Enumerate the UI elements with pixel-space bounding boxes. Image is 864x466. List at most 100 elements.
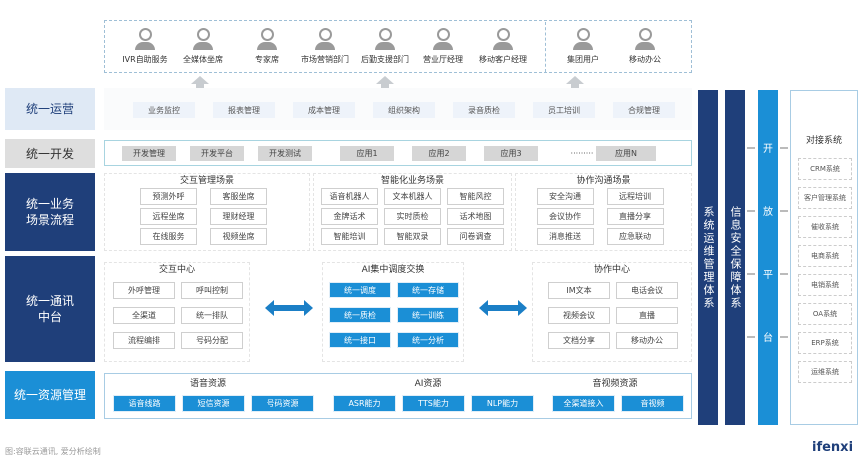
dev-item[interactable]: 开发管理: [122, 146, 176, 161]
scene-item[interactable]: 会议协作: [536, 208, 594, 225]
dev-item[interactable]: 开发测试: [258, 146, 312, 161]
resource-title: AI资源: [414, 379, 442, 389]
scene-item[interactable]: 智能风控: [447, 188, 504, 205]
dev-item[interactable]: 应用1: [340, 146, 394, 161]
connector: [747, 336, 755, 338]
ops-item[interactable]: 员工培训: [533, 102, 595, 118]
scene-group: [104, 173, 310, 251]
center-item[interactable]: 移动办公: [616, 332, 678, 349]
resource-item[interactable]: 短信资源: [182, 395, 245, 412]
person-body: [257, 42, 277, 50]
dev-item[interactable]: 应用N: [596, 146, 656, 161]
center-item[interactable]: 外呼管理: [113, 282, 175, 299]
scene-item[interactable]: 客服坐席: [210, 188, 267, 205]
scene-group: [313, 173, 512, 251]
group-users-icon: [576, 28, 590, 41]
ops-item[interactable]: 录音质检: [453, 102, 515, 118]
row-label-ops: 统一运营: [5, 88, 95, 130]
resource-title: 语音资源: [189, 379, 226, 389]
scene-item[interactable]: 预测外呼: [140, 188, 197, 205]
scene-item[interactable]: 应急联动: [606, 228, 664, 245]
scene-item[interactable]: 视频坐席: [210, 228, 267, 245]
person-body: [315, 42, 335, 50]
center-item[interactable]: 全渠道: [113, 307, 175, 324]
up-arrow-icon: [376, 76, 394, 90]
dock-system[interactable]: 电销系统: [798, 274, 852, 296]
scene-item[interactable]: 理财经理: [210, 208, 267, 225]
center-item[interactable]: IM文本: [548, 282, 610, 299]
dock-system[interactable]: CRM系统: [798, 158, 852, 180]
scene-item[interactable]: 远程培训: [606, 188, 664, 205]
dock-system[interactable]: 客户管理系统: [798, 187, 852, 209]
person-icon: [260, 28, 274, 41]
dock-system[interactable]: ERP系统: [798, 332, 852, 354]
scene-item[interactable]: 文本机器人: [384, 188, 441, 205]
resource-item[interactable]: NLP能力: [471, 395, 534, 412]
user-2: 专家席: [232, 28, 302, 65]
ops-item[interactable]: 业务监控: [133, 102, 195, 118]
center-item[interactable]: 流程编排: [113, 332, 175, 349]
dev-item[interactable]: 应用2: [412, 146, 466, 161]
center-item[interactable]: 视频会议: [548, 307, 610, 324]
resource-item[interactable]: 号码资源: [251, 395, 314, 412]
user-1: 全媒体坐席: [168, 28, 238, 65]
center-item[interactable]: 统一接口: [329, 332, 391, 348]
center-item[interactable]: 呼叫控制: [181, 282, 243, 299]
dev-item[interactable]: 开发平台: [190, 146, 244, 161]
center-item[interactable]: 统一训练: [397, 307, 459, 323]
person-icon: [436, 28, 450, 41]
scene-title: 交互管理场景: [179, 176, 234, 186]
scene-item[interactable]: 远程坐席: [140, 208, 197, 225]
center-item[interactable]: 统一分析: [397, 332, 459, 348]
scene-item[interactable]: 智能培训: [321, 228, 378, 245]
center-item[interactable]: 统一排队: [181, 307, 243, 324]
row-label-biz: 统一业务场景流程: [5, 173, 95, 251]
dock-system[interactable]: OA系统: [798, 303, 852, 325]
center-item[interactable]: 直播: [616, 307, 678, 324]
person-body: [135, 42, 155, 50]
ops-item[interactable]: 成本管理: [293, 102, 355, 118]
center-item[interactable]: 文档分享: [548, 332, 610, 349]
resource-item[interactable]: ASR能力: [333, 395, 396, 412]
person-icon: [638, 28, 652, 41]
users-divider: [545, 22, 546, 72]
security-system-bar: 信息安全保障体系: [725, 90, 745, 425]
resource-item[interactable]: 全渠道接入: [552, 395, 615, 412]
scene-item[interactable]: 在线服务: [140, 228, 197, 245]
scene-item[interactable]: 直播分享: [606, 208, 664, 225]
scene-item[interactable]: 语音机器人: [321, 188, 378, 205]
user-label: 市场营销部门: [301, 55, 349, 64]
resource-title: 音视频资源: [592, 379, 638, 389]
resource-item[interactable]: TTS能力: [402, 395, 465, 412]
center-item[interactable]: 电话会议: [616, 282, 678, 299]
center-item[interactable]: 统一调度: [329, 282, 391, 298]
center-group: [322, 262, 464, 362]
dock-system[interactable]: 电商系统: [798, 245, 852, 267]
ops-item[interactable]: 报表管理: [213, 102, 275, 118]
scene-item[interactable]: 金牌话术: [321, 208, 378, 225]
person-body: [493, 42, 513, 50]
scene-item[interactable]: 智能双录: [384, 228, 441, 245]
dock-system[interactable]: 运维系统: [798, 361, 852, 383]
dev-item[interactable]: ·········: [570, 149, 594, 158]
open-platform-char: 开: [763, 144, 773, 155]
ops-item[interactable]: 组织架构: [373, 102, 435, 118]
resource-item[interactable]: 音视频: [621, 395, 684, 412]
ops-item[interactable]: 合规管理: [613, 102, 675, 118]
dev-item[interactable]: 应用3: [484, 146, 538, 161]
scene-item[interactable]: 话术地图: [447, 208, 504, 225]
scene-item[interactable]: 消息推送: [536, 228, 594, 245]
resource-item[interactable]: 语音线路: [113, 395, 176, 412]
user-5: 营业厅经理: [408, 28, 478, 65]
scene-item[interactable]: 安全沟通: [536, 188, 594, 205]
center-item[interactable]: 统一质检: [329, 307, 391, 323]
scene-item[interactable]: 问卷调查: [447, 228, 504, 245]
person-body: [375, 42, 395, 50]
open-platform-char: 平: [763, 270, 773, 281]
center-item[interactable]: 统一存储: [397, 282, 459, 298]
person-body: [193, 42, 213, 50]
dock-system[interactable]: 催收系统: [798, 216, 852, 238]
connector: [780, 147, 788, 149]
scene-item[interactable]: 实时质检: [384, 208, 441, 225]
center-item[interactable]: 号码分配: [181, 332, 243, 349]
